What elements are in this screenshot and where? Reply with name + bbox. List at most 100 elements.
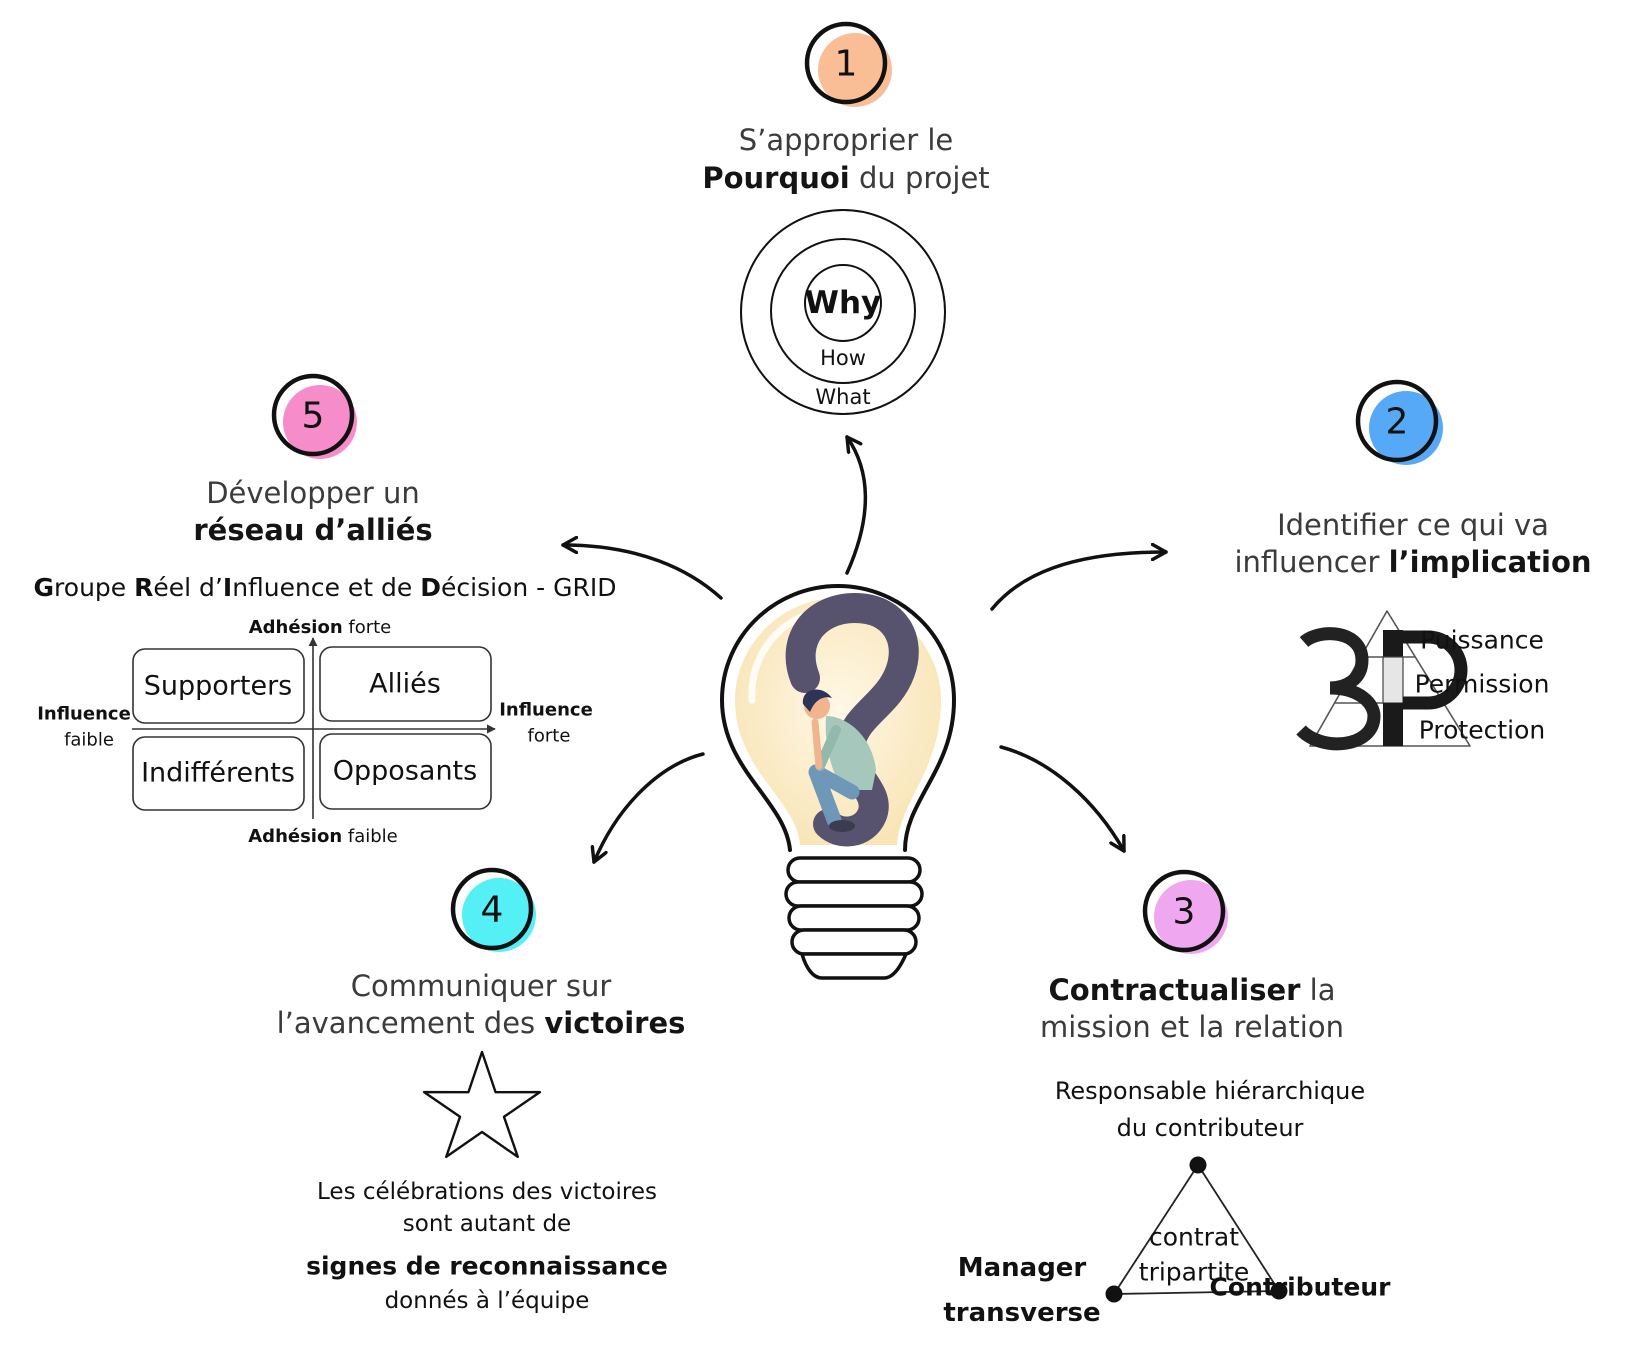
bulb-outline: [719, 583, 957, 852]
grid-title-initial: G: [34, 573, 55, 602]
step-3-number: 3: [1173, 892, 1196, 933]
thinking-person: [802, 689, 876, 832]
step-3-left-role-line1: Manager: [958, 1253, 1087, 1283]
axis-label-top-rest: forte: [343, 617, 392, 638]
step-4-title-bold: victoires: [544, 1006, 685, 1040]
step-3-title-rest: la: [1300, 973, 1335, 1007]
grid-title-initial: I: [223, 573, 232, 602]
socket-cap: [799, 952, 909, 980]
logo-p-stem-bottom: [1383, 703, 1403, 746]
step-4-badge-ring: [450, 867, 534, 951]
step-1-title-line2: Pourquoi du projet: [702, 161, 989, 195]
step-3-title-line1: Contractualiser la: [1048, 973, 1335, 1007]
triangle-dot-top: [1189, 1156, 1207, 1174]
triangle-edges: [1113, 1164, 1280, 1295]
triangle-dot-left: [1105, 1285, 1123, 1303]
golden-circle-how: How: [820, 346, 866, 370]
person-shoe: [829, 820, 855, 832]
step-4-title-line2: l’avancement des victoires: [277, 1006, 686, 1040]
step-3-title-bold: Contractualiser: [1048, 973, 1301, 1007]
logo-p-bowl: [1403, 630, 1468, 710]
step-4-caption-line2: sont autant de: [403, 1211, 571, 1237]
step-4: 4 Communiquer sur l’avancement des victo…: [277, 867, 686, 1314]
socket-ring: [786, 856, 922, 884]
step-2-title-line2: influencer l’implication: [1234, 545, 1591, 579]
triangle-dot-right: [1270, 1282, 1288, 1300]
step-5-title-line1: Développer un: [206, 476, 420, 510]
arrow-to-step-5: [561, 545, 723, 600]
step-2-badge: 2: [1355, 379, 1443, 465]
step-1-title-rest: du projet: [850, 161, 990, 195]
step-2-badge-ring: [1355, 379, 1439, 463]
quadrant-box-allies: [319, 646, 492, 722]
socket-ring: [784, 880, 924, 908]
three-p-logo: [1296, 610, 1471, 751]
socket-ring: [790, 928, 918, 956]
golden-circle-inner: [804, 264, 882, 342]
axis-label-left-bold: Influence: [37, 704, 131, 725]
arrow-to-step-2: [990, 552, 1168, 611]
star-icon: [422, 1050, 542, 1159]
step-4-caption-bold: signes de reconnaissance: [306, 1252, 668, 1281]
step-1-badge: 1: [804, 21, 892, 107]
quadrant-label-allies: Alliés: [369, 669, 441, 700]
grid-title-part: éel d’: [153, 573, 222, 602]
step-5-title-line2: réseau d’alliés: [193, 513, 432, 547]
grid-title-part: écision - GRID: [441, 573, 616, 602]
lightbulb-question-icon: [719, 583, 957, 980]
step-3-top-role-line1: Responsable hiérarchique: [1055, 1077, 1365, 1105]
quadrant-label-opposants: Opposants: [333, 756, 477, 787]
grid-title: Groupe Réel d’Influence et de Décision -…: [34, 573, 617, 602]
bulb-socket: [784, 856, 924, 980]
step-2-title-regular: influencer: [1234, 545, 1388, 579]
step-5-badge-fill: [283, 385, 357, 459]
step-4-title-line1: Communiquer sur: [351, 969, 612, 1003]
step-3: 3 Contractualiser la mission et la relat…: [943, 869, 1391, 1328]
axis-label-bottom-bold: Adhésion: [248, 826, 342, 847]
socket-ring: [787, 904, 921, 932]
step-2-item-puissance: Puissance: [1420, 626, 1544, 655]
step-5-badge: 5: [271, 373, 357, 459]
influence-grid: Supporters Alliés Indifférents Opposants…: [37, 617, 593, 847]
axis-label-left-rest: faible: [64, 730, 114, 751]
golden-circle-what: What: [815, 385, 870, 409]
axis-label-top: Adhésion forte: [249, 617, 392, 638]
step-1-title-bold: Pourquoi: [702, 161, 849, 195]
quadrant-box-opposants: [319, 733, 492, 810]
axis-label-bottom-rest: faible: [342, 826, 398, 847]
step-4-badge: 4: [450, 867, 536, 952]
step-4-caption-line4: donnés à l’équipe: [385, 1288, 590, 1314]
step-1-badge-ring: [804, 21, 888, 105]
step-3-title-line2: mission et la relation: [1040, 1010, 1344, 1044]
arrow-to-step-3: [999, 745, 1126, 853]
logo-three: [1296, 627, 1381, 751]
step-3-badge-fill: [1154, 880, 1228, 954]
step-2-number: 2: [1386, 402, 1409, 443]
person-hair: [802, 689, 832, 712]
golden-circle-outer: [740, 209, 946, 415]
quadrant-box-indifferents: [132, 736, 305, 811]
step-3-center-line1: contrat: [1149, 1223, 1239, 1252]
grid-title-part: nfluence et de: [232, 573, 420, 602]
logo-p-stem-top: [1383, 630, 1403, 657]
step-3-badge: 3: [1142, 869, 1228, 954]
step-4-badge-fill: [462, 878, 536, 952]
step-3-center-line2: tripartite: [1139, 1258, 1249, 1287]
logo-p-stem-middle: [1382, 656, 1404, 704]
axis-label-top-bold: Adhésion: [249, 617, 343, 638]
person-forearm: [811, 718, 823, 770]
quadrant-label-indifferents: Indifférents: [141, 758, 295, 789]
step-5-number: 5: [302, 396, 325, 437]
arrow-to-step-4: [594, 752, 705, 864]
axis-label-bottom: Adhésion faible: [248, 826, 398, 847]
golden-circle-why: Why: [805, 285, 881, 321]
step-4-caption-line1: Les célébrations des victoires: [317, 1179, 657, 1205]
golden-circle-middle: [770, 238, 916, 384]
step-4-title-regular: l’avancement des: [277, 1006, 545, 1040]
person-upper-arm: [815, 725, 841, 771]
step-1-title-line1: S’approprier le: [739, 123, 954, 157]
arrow-to-step-1: [845, 435, 868, 575]
step-2-item-permission: Permission: [1415, 670, 1550, 699]
question-mark-shape: [785, 592, 919, 847]
